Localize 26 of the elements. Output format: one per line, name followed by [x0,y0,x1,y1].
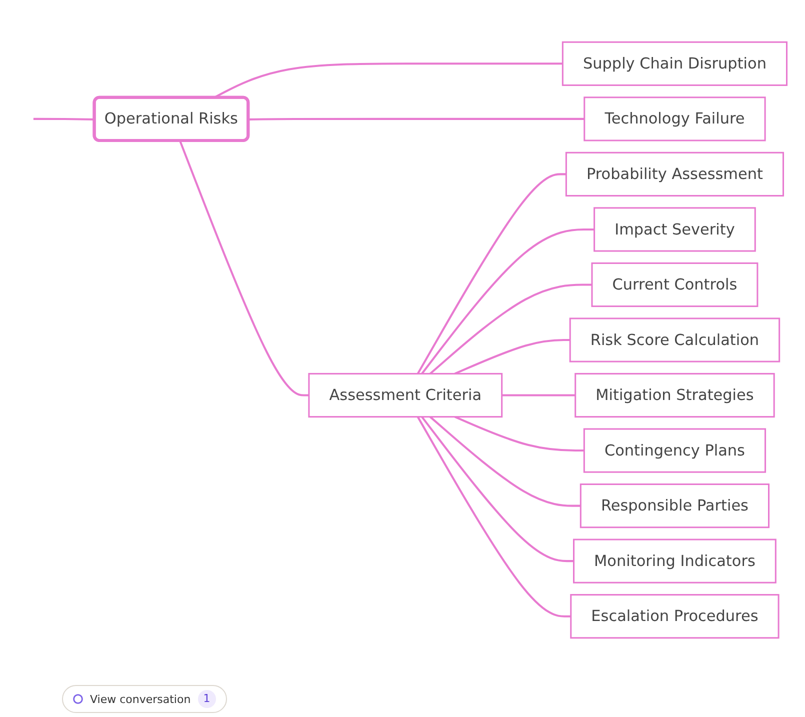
connector [32,118,94,120]
count-badge: 1 [198,690,216,708]
node-box: Contingency Plans [582,428,766,473]
node-box: Current Controls [590,262,758,308]
node-box: Monitoring Indicators [572,538,776,584]
view-conversation-button: View conversation 1 [62,685,227,713]
node-box: Assessment Criteria [308,372,502,418]
node-box: Probability Assessment [564,152,784,196]
node-box: Risk Score Calculation [568,318,780,362]
node-box: Mitigation Strategies [574,372,774,418]
connector [454,338,570,375]
node-box: Supply Chain Disruption [561,41,788,86]
connector [420,416,574,562]
node-box: Technology Failure [583,96,766,142]
node-box: Escalation Procedures [570,594,779,639]
connector [428,416,580,507]
connector [428,284,592,374]
connector [420,228,594,374]
connector [178,140,308,396]
connector [416,173,566,374]
connector [454,416,584,452]
connector [416,416,570,618]
node-box: Responsible Parties [579,484,770,528]
node-box: Impact Severity [593,207,756,252]
connector [501,394,575,396]
connector [248,118,584,120]
